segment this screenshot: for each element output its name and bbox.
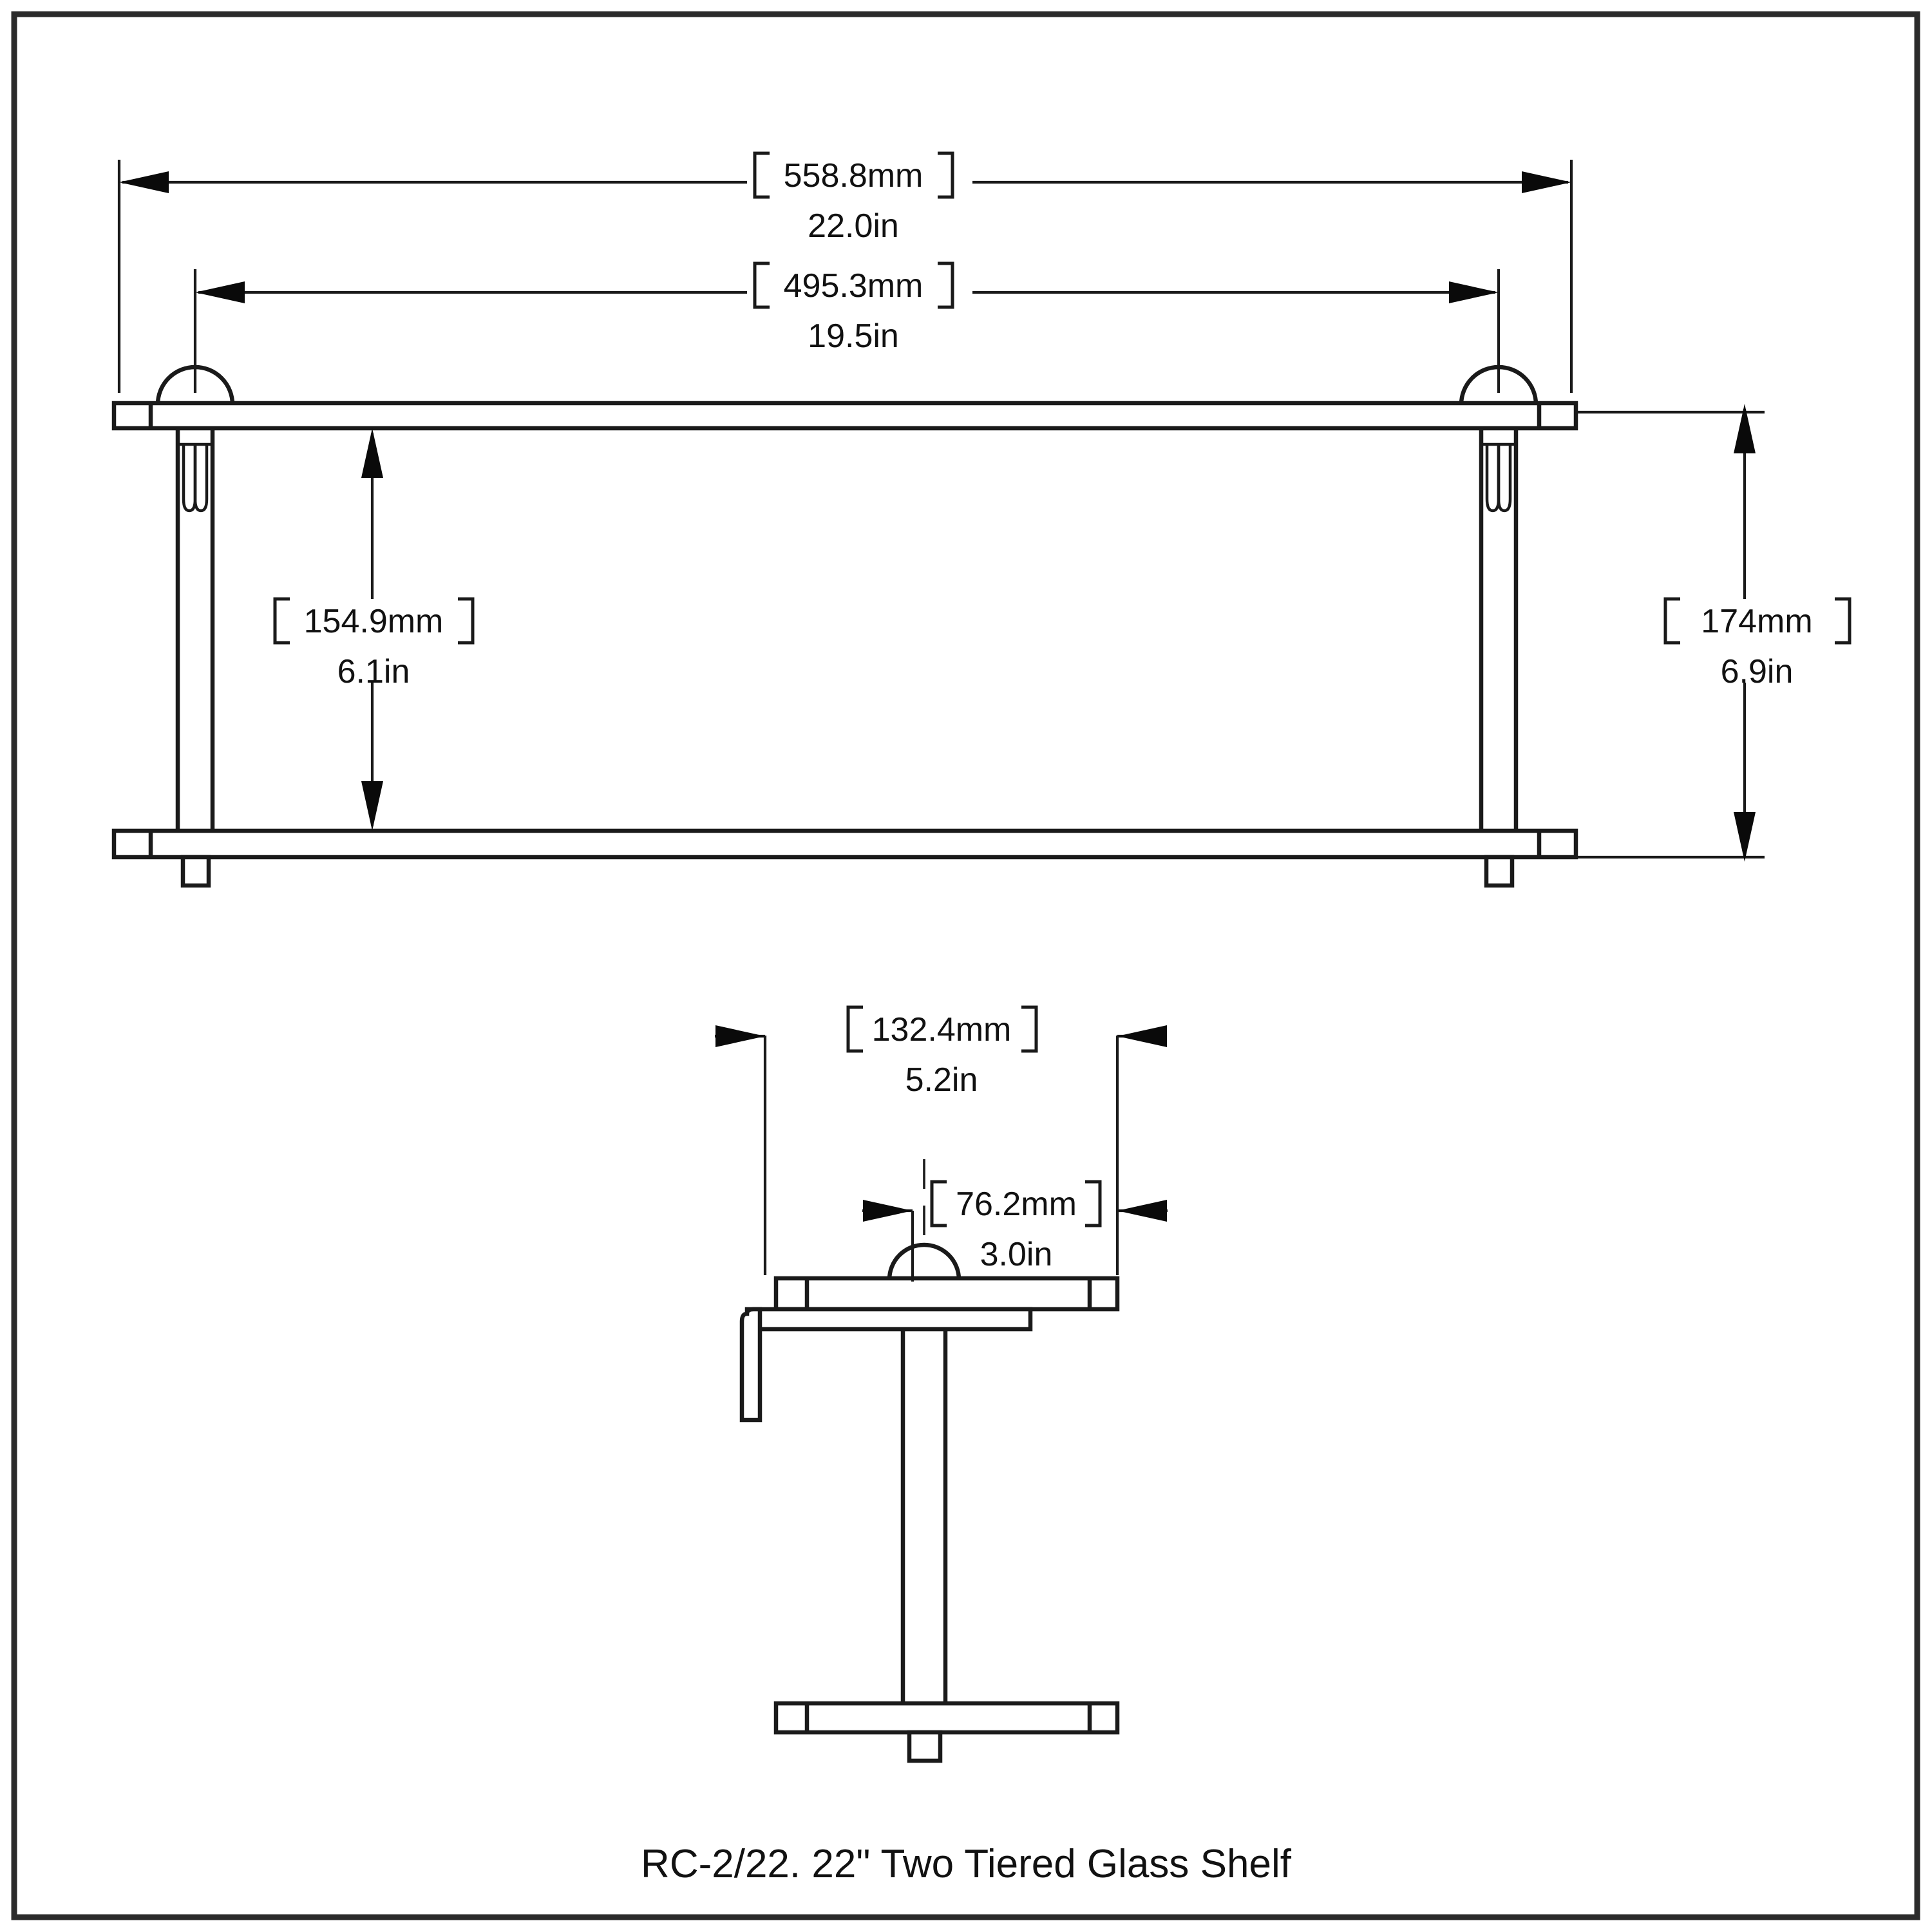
arrowhead-clearance-bottom [361, 781, 383, 831]
side-lower-shelf-plate [773, 1701, 1120, 1735]
upper-shelf-plate [111, 401, 1578, 431]
side-elevation-geometry [739, 1159, 1120, 1763]
dimension-overall-depth: 132.4mm 5.2in [715, 1005, 1167, 1275]
right-mounting-post [1479, 424, 1519, 836]
bracket-right-mount-width [938, 261, 954, 309]
bracket-left-overall-height [1663, 597, 1680, 645]
bracket-left-overall-width [753, 151, 770, 199]
dimension-mounting-center-width: 495.3mm 19.5in [193, 261, 1501, 393]
right-post-collar-inner-right [1497, 444, 1512, 513]
front-elevation-geometry [111, 293, 1578, 888]
right-foot [1484, 855, 1515, 888]
dimension-overall-height: 174mm 6.9in [1576, 404, 1852, 862]
side-lower-shelf-body [773, 1701, 1120, 1735]
bracket-left-mount-width [753, 261, 770, 309]
side-post-tube [900, 1307, 948, 1708]
arrowhead-overall-width-left [119, 171, 169, 193]
sheet-border [11, 11, 1920, 1920]
left-mounting-post [175, 424, 215, 836]
bracket-right-clearance [458, 597, 475, 645]
dim-text-clearance-in: 6.1in [337, 653, 410, 690]
bracket-right-overall-width [938, 151, 954, 199]
dim-text-post-depth-mm: 76.2mm [956, 1186, 1077, 1223]
left-foot [180, 855, 211, 888]
side-upper-shelf-body [773, 1276, 1120, 1312]
bracket-left-clearance [273, 597, 290, 645]
bracket-right-post-depth [1085, 1180, 1102, 1227]
arrowhead-overall-depth-right [1117, 1025, 1167, 1047]
bracket-right-overall-height [1835, 597, 1852, 645]
dimension-shelf-clearance-height: 154.9mm 6.1in [273, 428, 475, 831]
side-gallery-rail [739, 1307, 1033, 1423]
dim-text-post-depth-in: 3.0in [980, 1236, 1053, 1273]
arrowhead-overall-height-top [1734, 404, 1756, 453]
dimension-post-to-front-depth: 76.2mm 3.0in [862, 1180, 1168, 1282]
bracket-left-post-depth [930, 1180, 947, 1227]
dim-text-overall-depth-in: 5.2in [905, 1061, 978, 1099]
arrowhead-clearance-top [361, 428, 383, 478]
bracket-right-overall-depth [1021, 1005, 1038, 1053]
lower-shelf-body [111, 828, 1578, 860]
upper-shelf-body [111, 401, 1578, 431]
side-dome-cap [887, 1242, 961, 1282]
dim-text-overall-depth-mm: 132.4mm [872, 1011, 1012, 1048]
dim-text-overall-height-mm: 174mm [1701, 603, 1812, 640]
dim-text-clearance-mm: 154.9mm [304, 603, 444, 640]
drawing-caption: RC-2/22. 22" Two Tiered Glass Shelf [641, 1842, 1292, 1886]
side-gallery-rail-vertical-hook [739, 1307, 762, 1423]
arrowhead-post-depth-left [863, 1200, 913, 1222]
arrowhead-mount-width-right [1449, 281, 1499, 303]
dim-text-mount-width-in: 19.5in [808, 317, 899, 355]
left-post-collar-inner-right [193, 444, 209, 513]
side-gallery-rail-horizontal [744, 1307, 1033, 1332]
side-upper-shelf-plate [773, 1276, 1120, 1312]
arrowhead-overall-width-right [1522, 171, 1571, 193]
dim-text-overall-width-mm: 558.8mm [784, 157, 923, 194]
arrowhead-mount-width-left [195, 281, 245, 303]
dim-text-overall-height-in: 6.9in [1721, 653, 1794, 690]
side-foot [907, 1730, 943, 1763]
arrowhead-overall-depth-left [715, 1025, 765, 1047]
lower-shelf-plate [111, 828, 1578, 860]
dimension-overall-width: 558.8mm 22.0in [117, 151, 1573, 393]
bracket-left-overall-depth [846, 1005, 863, 1053]
dim-text-mount-width-mm: 495.3mm [784, 267, 923, 305]
dim-text-overall-width-in: 22.0in [808, 207, 899, 245]
arrowhead-overall-height-bottom [1734, 812, 1756, 862]
arrowhead-post-depth-right [1117, 1200, 1167, 1222]
